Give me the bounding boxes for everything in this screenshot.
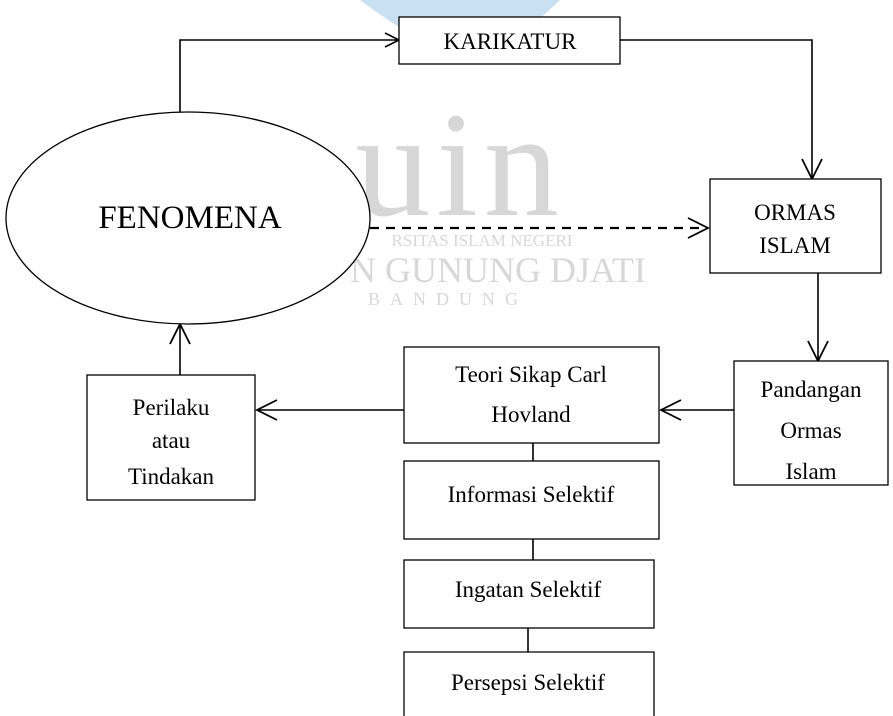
node-pandangan-line-2: Ormas xyxy=(780,418,841,443)
edges xyxy=(180,40,818,652)
node-ormas-islam: ORMAS ISLAM xyxy=(709,178,882,274)
node-informasi: Informasi Selektif xyxy=(403,460,660,540)
edge-karikatur-ormas xyxy=(620,39,812,179)
watermark-line-2: N GUNUNG DJATI xyxy=(350,250,646,290)
node-pandangan: Pandangan Ormas Islam xyxy=(733,360,889,486)
node-persepsi-label: Persepsi Selektif xyxy=(451,670,605,695)
node-perilaku-line-3: Tindakan xyxy=(128,464,215,489)
node-fenomena-label: FENOMENA xyxy=(98,200,282,236)
node-ormas-islam-line-1: ORMAS xyxy=(754,200,836,225)
node-teori-line-1: Teori Sikap Carl xyxy=(455,362,607,387)
node-perilaku: Perilaku atau Tindakan xyxy=(86,374,256,501)
node-teori: Teori Sikap Carl Hovland xyxy=(403,346,660,444)
node-pandangan-line-1: Pandangan xyxy=(761,377,862,402)
node-perilaku-line-1: Perilaku xyxy=(133,395,210,420)
node-pandangan-line-3: Islam xyxy=(785,459,836,484)
node-perilaku-line-2: atau xyxy=(152,428,191,453)
node-fenomena: FENOMENA xyxy=(5,111,371,325)
node-persepsi: Persepsi Selektif xyxy=(403,651,655,716)
node-informasi-label: Informasi Selektif xyxy=(448,482,615,507)
node-karikatur-label: KARIKATUR xyxy=(444,29,578,54)
node-ingatan-label: Ingatan Selektif xyxy=(455,577,602,602)
watermark-uin: uin xyxy=(355,82,565,248)
node-ingatan: Ingatan Selektif xyxy=(403,559,655,629)
node-karikatur: KARIKATUR xyxy=(398,16,621,65)
node-teori-line-2: Hovland xyxy=(491,402,571,427)
watermark: uin RSITAS ISLAM NEGERI N GUNUNG DJATI B… xyxy=(350,0,646,309)
node-ormas-islam-line-2: ISLAM xyxy=(759,233,831,258)
watermark-line-1: RSITAS ISLAM NEGERI xyxy=(392,231,573,250)
edge-fenomena-karikatur xyxy=(179,40,399,132)
watermark-line-3: BANDUNG xyxy=(368,289,528,309)
